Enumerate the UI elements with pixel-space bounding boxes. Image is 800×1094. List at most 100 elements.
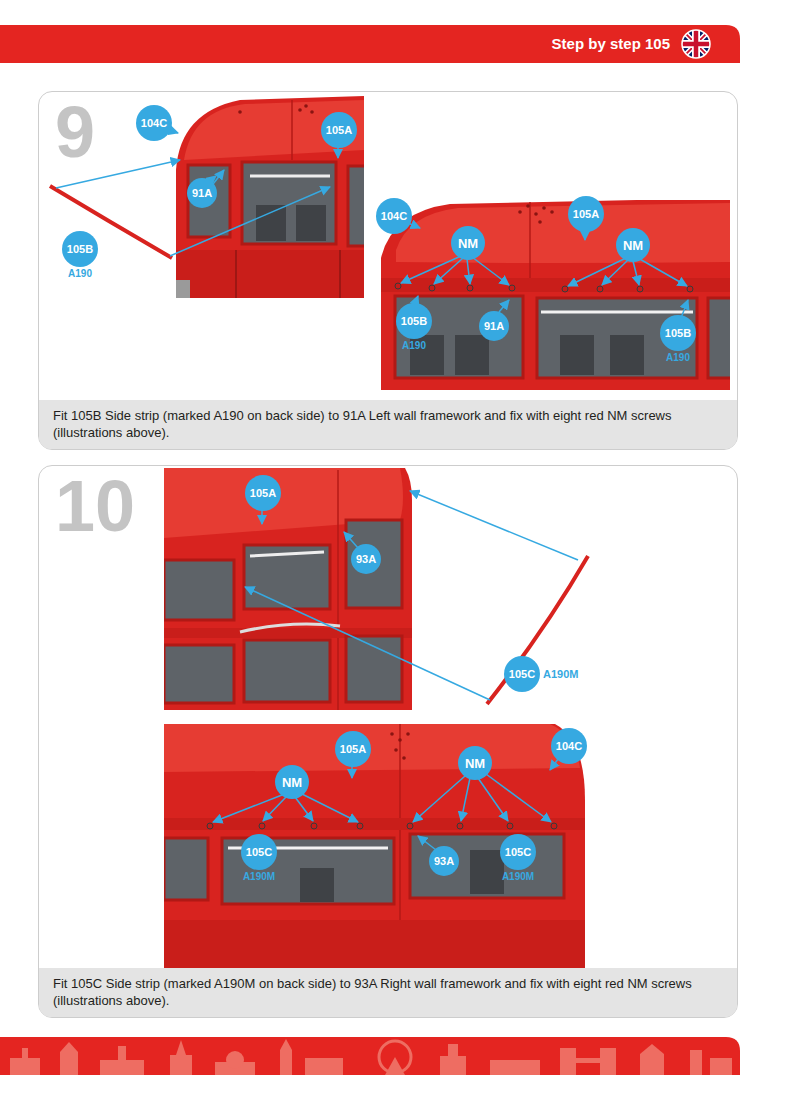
- illustration-shape: [710, 1058, 732, 1075]
- illustration-shape: [311, 823, 317, 829]
- illustration-shape: [538, 220, 542, 224]
- illustration-shape: [526, 204, 530, 208]
- illustration-shape: [164, 724, 585, 968]
- part-callout: 93A: [429, 846, 459, 876]
- callout-label: NM: [458, 237, 478, 250]
- illustration-shape: [385, 1057, 405, 1075]
- screw-callout: NM: [616, 228, 650, 262]
- illustration-shape: [164, 818, 585, 830]
- illustration-shape: [164, 920, 585, 968]
- leader-lines: [262, 503, 358, 548]
- callout-label: NM: [282, 776, 302, 789]
- part-callout: 105BA190: [62, 231, 98, 267]
- illustration-shape: [250, 552, 324, 556]
- illustration-shape: [455, 335, 489, 375]
- part-callout: 105BA190: [660, 315, 696, 351]
- fit-line: [245, 587, 490, 700]
- illustration-shape: [398, 738, 402, 742]
- illustration-shape: [518, 204, 554, 224]
- illustration-shape: [637, 286, 643, 292]
- illustration-shape: [10, 1039, 732, 1075]
- illustration-shape: [164, 468, 412, 710]
- illustration-shape: [534, 212, 538, 216]
- illustration-shape: [60, 1052, 78, 1075]
- screw-callout: NM: [451, 226, 485, 260]
- illustration-shape: [638, 258, 687, 286]
- part-callout: 91A: [187, 178, 217, 208]
- illustration-shape: [164, 838, 208, 900]
- illustration-shape: [418, 836, 436, 850]
- illustration-shape: [486, 774, 551, 822]
- part-marking: A190: [402, 341, 426, 351]
- illustration-shape: [226, 1051, 244, 1069]
- leader-lines: [401, 220, 688, 318]
- illustration-shape: [305, 1058, 343, 1075]
- illustration-shape: [296, 205, 326, 241]
- part-callout: 105CA190M: [504, 656, 540, 692]
- illustration-shape: [467, 259, 470, 284]
- illustration-shape: [184, 100, 364, 160]
- illustration-shape: [541, 311, 693, 314]
- illustration-shape: [176, 96, 364, 298]
- illustration-shape: [346, 520, 402, 608]
- illustration-shape: [407, 823, 413, 829]
- illustration-shape: [478, 778, 508, 821]
- callout-label: 105B: [67, 244, 93, 255]
- illustration-shape: [164, 560, 234, 620]
- illustration-shape: [188, 165, 230, 237]
- illustration-shape: [633, 261, 639, 285]
- illustration-shape: [682, 30, 710, 58]
- bus-front-corner: [176, 96, 364, 298]
- illustration-shape: [295, 797, 313, 821]
- illustration-shape: [394, 748, 398, 752]
- part-marking: A190M: [543, 669, 578, 680]
- fit-line: [170, 187, 330, 256]
- illustration-shape: [499, 300, 509, 312]
- footer-skyline: [0, 1037, 740, 1075]
- illustration-shape: [222, 838, 394, 904]
- part-callout: 105A: [568, 196, 604, 232]
- illustration-shape: [434, 258, 463, 284]
- callout-label: 105B: [401, 316, 427, 327]
- callout-label: 91A: [192, 188, 212, 199]
- illustration-shape: [298, 108, 302, 112]
- part-marking: A190: [68, 269, 92, 279]
- part-callout: 105CA190M: [500, 834, 536, 870]
- illustration-shape: [176, 280, 190, 298]
- illustration-shape: [235, 250, 237, 298]
- callout-label: 93A: [356, 554, 376, 565]
- bus-right-side-roof: [164, 724, 585, 968]
- step-panel: 9Fit 105B Side strip (marked A190 on bac…: [38, 91, 738, 450]
- illustration-shape: [395, 296, 523, 378]
- fit-line: [410, 491, 578, 560]
- illustration-shape: [390, 732, 394, 736]
- illustration-shape: [461, 778, 470, 821]
- part-callout: 104C: [376, 198, 412, 234]
- illustration-shape: [529, 202, 531, 290]
- illustration-shape: [256, 205, 286, 241]
- callout-label: 93A: [434, 856, 454, 867]
- illustration-shape: [242, 162, 336, 244]
- illustration-shape: [207, 823, 557, 829]
- side-strip-part: [50, 186, 172, 258]
- callout-label: NM: [623, 239, 643, 252]
- illustration-shape: [640, 1044, 664, 1054]
- illustration-shape: [240, 624, 340, 632]
- union-flag: [682, 30, 710, 58]
- illustration-shape: [537, 298, 697, 378]
- step-number: 9: [55, 96, 95, 168]
- illustration-shape: [467, 285, 473, 291]
- callout-label: 105B: [665, 328, 691, 339]
- illustration-shape: [280, 1050, 292, 1075]
- illustration-shape: [395, 283, 401, 289]
- illustration-shape: [610, 335, 644, 375]
- illustration-shape: [244, 640, 330, 702]
- part-callout: 104C: [551, 728, 587, 764]
- callout-label: 105C: [505, 847, 531, 858]
- illustration-shape: [0, 25, 740, 63]
- illustration-shape: [259, 823, 265, 829]
- illustration-shape: [390, 732, 410, 760]
- screw-callout: NM: [458, 746, 492, 780]
- illustration-shape: [300, 868, 334, 902]
- bus-right-side-upper: [164, 468, 412, 710]
